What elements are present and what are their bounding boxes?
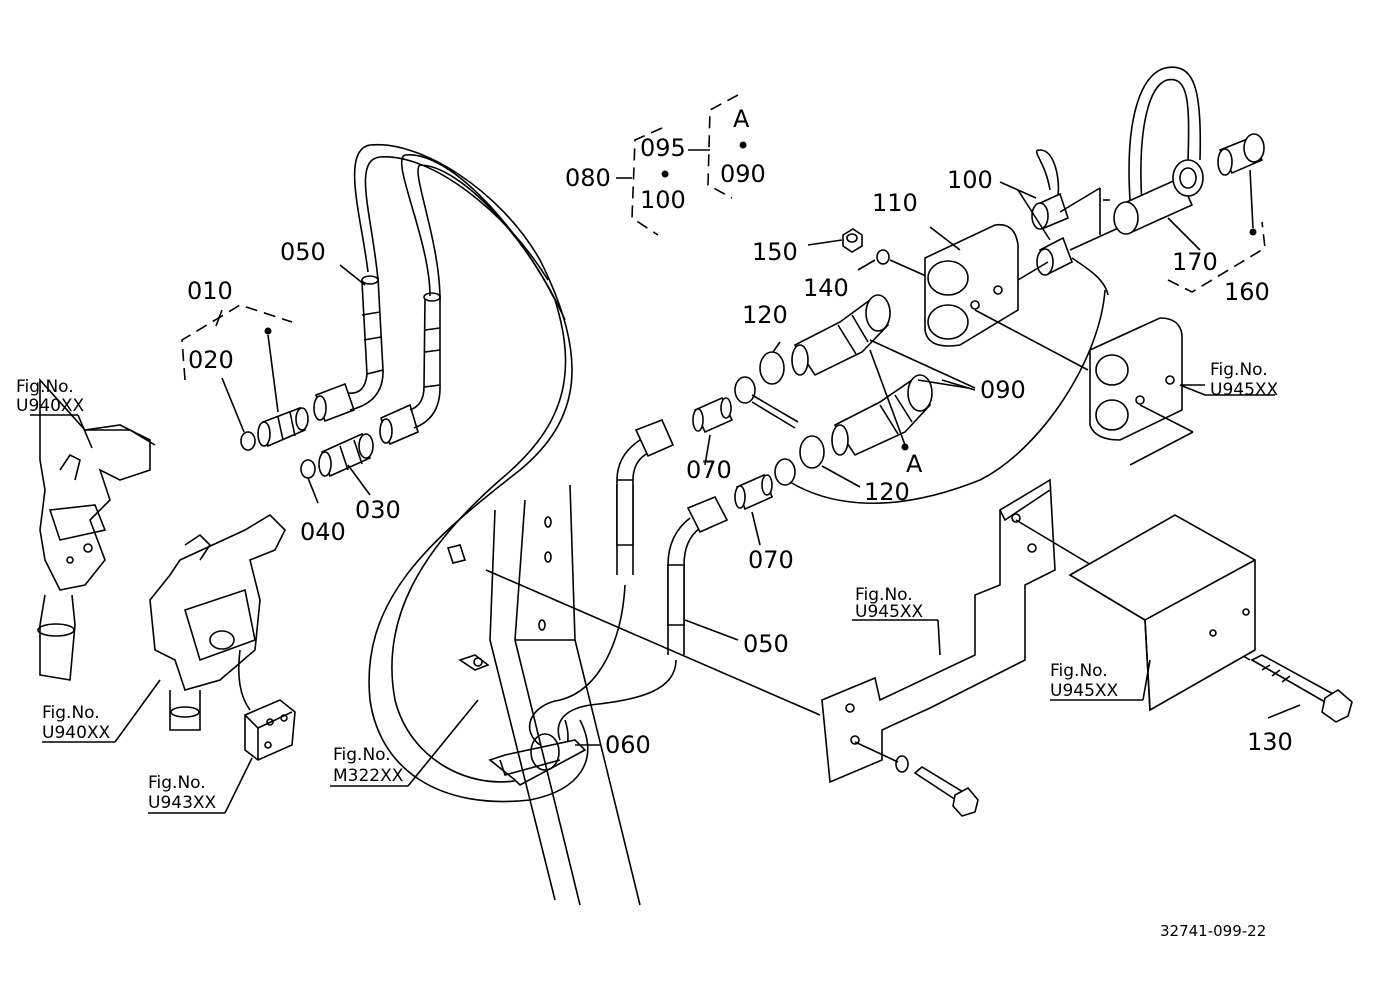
- label-090-main: 090: [980, 376, 1026, 404]
- fig-ref-u940-line1[interactable]: Fig.No.: [42, 703, 100, 723]
- coupler-cap-170: [1113, 66, 1204, 235]
- fig-ref-m322-line2[interactable]: M322XX: [333, 766, 404, 786]
- fig-ref-top-left-line2[interactable]: U940XX: [16, 396, 85, 416]
- label-130: 130: [1247, 728, 1293, 756]
- dust-plug-100-upper: [1031, 149, 1069, 230]
- fig-ref-u945-right-line2[interactable]: U945XX: [1210, 380, 1279, 400]
- label-100-group: 100: [640, 186, 686, 214]
- label-150: 150: [752, 238, 798, 266]
- coupler-090-lower: [831, 374, 933, 457]
- kit-080-bracket: [631, 127, 663, 236]
- fig-ref-u940-line2[interactable]: U940XX: [42, 723, 111, 743]
- hose-nut-lower-left: [379, 403, 419, 446]
- label-a-group: A: [733, 105, 750, 133]
- fig-ref-u945-bracket-line1[interactable]: Fig.No.: [855, 585, 913, 605]
- kit-160-bracket: [1167, 221, 1266, 293]
- mounting-bracket-u945: [821, 478, 1056, 784]
- label-140: 140: [803, 274, 849, 302]
- quick-coupler-160: [1217, 133, 1265, 176]
- adapter-070-lower: [734, 473, 774, 511]
- long-hose-050-outer: [353, 143, 589, 803]
- bolt-130: [1250, 654, 1353, 723]
- label-050-top: 050: [280, 238, 326, 266]
- o-ring-120-lower: [799, 435, 825, 469]
- label-020: 020: [188, 346, 234, 374]
- bolt-lower: [895, 755, 979, 817]
- fig-ref-u943-line2[interactable]: U943XX: [148, 793, 217, 813]
- manifold-block-u943: [244, 699, 296, 761]
- label-050-bottom: 050: [743, 630, 789, 658]
- adapter-010: [257, 406, 309, 448]
- label-170: 170: [1172, 248, 1218, 276]
- o-ring-120-upper: [759, 351, 785, 385]
- control-valve-upper: [37, 377, 156, 681]
- adapter-030: [318, 432, 374, 478]
- label-120-a: 120: [742, 301, 788, 329]
- label-110: 110: [872, 189, 918, 217]
- label-a-main: A: [906, 450, 923, 478]
- control-valve-lower: [149, 513, 286, 731]
- bullet-a: •: [736, 132, 750, 160]
- label-080: 080: [565, 164, 611, 192]
- adapter-070-upper: [692, 396, 734, 434]
- label-040: 040: [300, 518, 346, 546]
- fig-ref-top-left-line1[interactable]: Fig.No.: [16, 377, 74, 397]
- label-095: 095: [640, 134, 686, 162]
- drawing-number: 32741-099-22: [1160, 922, 1266, 940]
- kit-010-bracket: [181, 304, 293, 381]
- fig-ref-u945-box-line2[interactable]: U945XX: [1050, 681, 1119, 701]
- o-ring-020: [240, 431, 256, 451]
- fig-ref-m322-line1[interactable]: Fig.No.: [333, 745, 391, 765]
- coupler-090-upper: [791, 294, 891, 377]
- label-070-b: 070: [748, 546, 794, 574]
- kit-095-bracket: [707, 94, 739, 199]
- label-010: 010: [187, 277, 233, 305]
- label-120-b: 120: [864, 478, 910, 506]
- fig-ref-u945-bracket-line2[interactable]: U945XX: [855, 602, 924, 622]
- fig-ref-u945-right-line1[interactable]: Fig.No.: [1210, 360, 1268, 380]
- label-160: 160: [1224, 278, 1270, 306]
- o-ring-040: [300, 459, 316, 479]
- label-070-a: 070: [686, 456, 732, 484]
- label-090-group: 090: [720, 160, 766, 188]
- label-030: 030: [355, 496, 401, 524]
- dust-plug-100-lower: [1036, 236, 1109, 296]
- fig-ref-u945-box-line1[interactable]: Fig.No.: [1050, 661, 1108, 681]
- label-060: 060: [605, 731, 651, 759]
- hose-nut-upper-left: [313, 382, 356, 423]
- bullet-mid: •: [658, 161, 672, 189]
- fig-ref-u943-line1[interactable]: Fig.No.: [148, 773, 206, 793]
- label-100-main: 100: [947, 166, 993, 194]
- coupler-bracket-110: [924, 223, 1019, 347]
- hose-clamp-060: [488, 733, 587, 786]
- nut-150: [842, 228, 863, 253]
- cover-box-u945: [1068, 514, 1256, 712]
- bracket-plate-u945-right: [1089, 317, 1183, 441]
- frame-m322: [446, 484, 641, 906]
- washer-140: [876, 249, 890, 265]
